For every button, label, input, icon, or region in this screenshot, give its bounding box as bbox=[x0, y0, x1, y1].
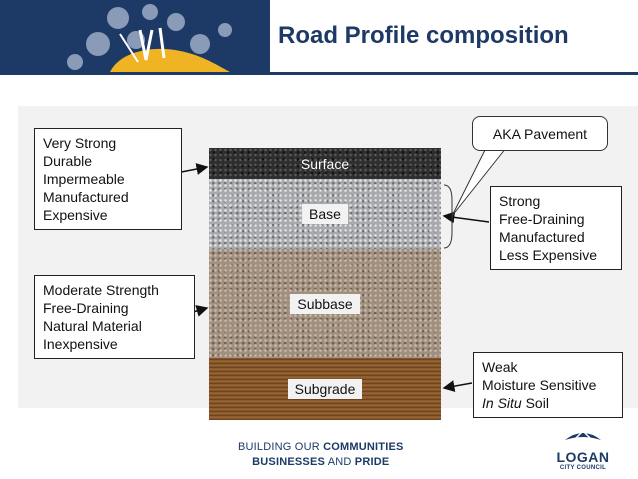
callout-subgrade: Weak Moisture Sensitive In Situ Soil bbox=[473, 352, 623, 418]
tagline-prefix: BUILDING OUR bbox=[238, 441, 324, 453]
callout-line: Very Strong bbox=[43, 135, 117, 151]
callout-line: Impermeable bbox=[43, 171, 125, 187]
callout-line-italic-row: In Situ Soil bbox=[482, 394, 614, 412]
callout-surface: Very Strong Durable Impermeable Manufact… bbox=[34, 128, 182, 230]
layer-label-surface: Surface bbox=[300, 155, 350, 172]
callout-line: Durable bbox=[43, 153, 93, 169]
callout-line: Moderate Strength bbox=[43, 282, 159, 298]
callout-line: Manufactured bbox=[43, 189, 129, 205]
slide-header: Road Profile composition bbox=[0, 0, 638, 72]
soil-text: Soil bbox=[521, 395, 549, 411]
tagline-line-1: BUILDING OUR COMMUNITIES bbox=[238, 440, 404, 455]
callout-base: Strong Free-Draining Manufactured Less E… bbox=[490, 186, 622, 270]
callout-line: Inexpensive bbox=[43, 336, 118, 352]
decorative-tree-graphic bbox=[0, 0, 270, 72]
layer-surface: Surface bbox=[209, 148, 441, 179]
callout-line: Free-Draining bbox=[43, 300, 129, 316]
tagline-communities: COMMUNITIES bbox=[323, 441, 404, 453]
aka-pointer bbox=[451, 147, 507, 217]
layer-subgrade: Subgrade bbox=[209, 358, 441, 420]
logo-name: LOGAN bbox=[556, 449, 610, 465]
layer-subbase: Subbase bbox=[209, 249, 441, 358]
tagline-businesses: BUSINESSES bbox=[252, 456, 326, 468]
logan-logo: LOGAN CITY COUNCIL bbox=[548, 428, 618, 471]
header-graphic bbox=[0, 0, 270, 72]
header-divider bbox=[0, 72, 638, 75]
callout-line: Expensive bbox=[43, 207, 108, 223]
tagline-pride: PRIDE bbox=[354, 456, 390, 468]
arrow-base bbox=[442, 211, 490, 224]
callout-line: Manufactured bbox=[499, 229, 585, 245]
logo-mark-icon bbox=[565, 429, 601, 440]
layer-label-subgrade: Subgrade bbox=[287, 379, 363, 399]
tagline-and: AND bbox=[325, 456, 355, 468]
callout-line: Less Expensive bbox=[499, 247, 598, 263]
callout-line: Strong bbox=[499, 193, 541, 209]
arrow-subgrade bbox=[442, 380, 473, 393]
logo-subtitle: CITY COUNCIL bbox=[559, 465, 607, 471]
aka-pavement-callout: AKA Pavement bbox=[472, 116, 608, 151]
footer-tagline: BUILDING OUR COMMUNITIES BUSINESSES AND … bbox=[238, 440, 404, 470]
callout-line: Natural Material bbox=[43, 318, 142, 334]
layer-label-base: Base bbox=[302, 204, 348, 224]
callout-line: Moisture Sensitive bbox=[482, 377, 597, 393]
callout-line: Weak bbox=[482, 359, 518, 375]
layer-base: Base bbox=[209, 179, 441, 249]
tagline-line-2: BUSINESSES AND PRIDE bbox=[238, 455, 404, 470]
callout-subbase: Moderate Strength Free-Draining Natural … bbox=[34, 275, 195, 359]
aka-pavement-label: AKA Pavement bbox=[492, 125, 588, 142]
callout-line: Free-Draining bbox=[499, 211, 585, 227]
in-situ-text: In Situ bbox=[482, 395, 522, 411]
slide-title: Road Profile composition bbox=[278, 22, 569, 49]
layer-label-subbase: Subbase bbox=[290, 293, 360, 314]
